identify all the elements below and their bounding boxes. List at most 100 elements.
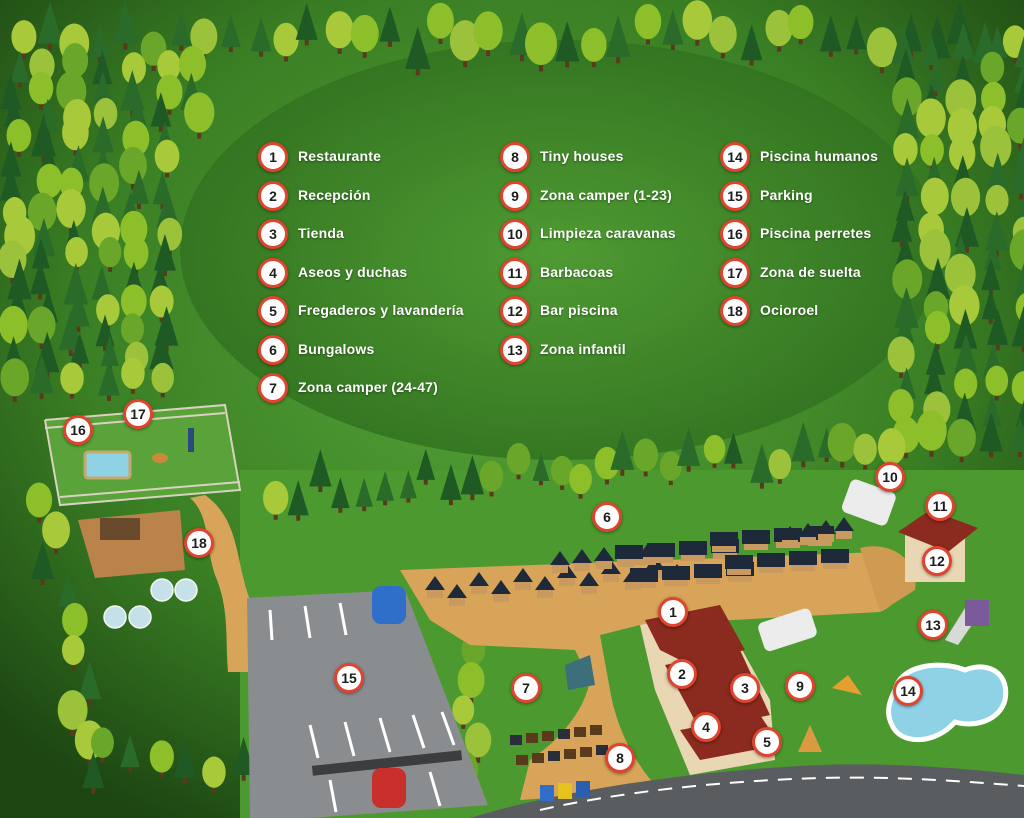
tree — [979, 412, 1003, 458]
tree — [250, 16, 272, 57]
tree — [791, 421, 816, 468]
tree — [90, 727, 114, 763]
tree — [662, 9, 684, 51]
tree — [947, 418, 976, 463]
camper-van-1 — [841, 479, 896, 526]
map-marker-15[interactable]: 15 — [334, 663, 364, 693]
tree — [62, 114, 89, 156]
dog-pool — [83, 450, 132, 480]
legend-label: Bar piscina — [540, 302, 618, 318]
parking-divider — [311, 750, 463, 776]
legend-number: 17 — [720, 258, 750, 288]
dirt-path-east — [860, 546, 916, 612]
legend-number: 6 — [258, 335, 288, 365]
dog-figure — [152, 453, 168, 463]
legend-number: 18 — [720, 296, 750, 326]
map-marker-5[interactable]: 5 — [752, 727, 782, 757]
tree — [524, 22, 558, 72]
map-marker-10[interactable]: 10 — [875, 462, 905, 492]
tree — [149, 740, 174, 778]
tree — [70, 332, 90, 369]
tree — [58, 309, 83, 357]
tree — [379, 6, 401, 47]
map-marker-4[interactable]: 4 — [691, 712, 721, 742]
tree — [703, 434, 726, 468]
tree — [263, 480, 289, 520]
tree — [1016, 196, 1024, 222]
tree — [121, 357, 145, 394]
forest-trees — [0, 0, 1024, 795]
tree — [610, 430, 635, 476]
map-marker-3[interactable]: 3 — [730, 673, 760, 703]
tree — [78, 660, 102, 706]
legend-number: 8 — [500, 142, 530, 172]
legend-label: Fregaderos y lavandería — [298, 302, 464, 318]
legend-label: Ocioroel — [760, 302, 819, 318]
tree — [287, 480, 309, 521]
playground-tower — [965, 600, 989, 626]
ocioroel-structure — [100, 518, 140, 540]
map-marker-11[interactable]: 11 — [925, 491, 955, 521]
map-marker-14[interactable]: 14 — [893, 676, 923, 706]
tree — [984, 211, 1009, 257]
tree — [25, 482, 53, 523]
tree — [677, 427, 701, 472]
tree — [634, 3, 662, 45]
map-marker-2[interactable]: 2 — [667, 659, 697, 689]
tree — [60, 362, 84, 399]
tree — [1011, 306, 1024, 353]
tree — [309, 449, 332, 493]
map-marker-6[interactable]: 6 — [592, 502, 622, 532]
tree — [405, 26, 431, 76]
tent-orange-2 — [798, 725, 822, 752]
map-marker-12[interactable]: 12 — [922, 546, 952, 576]
legend-number: 7 — [258, 373, 288, 403]
legend-number: 2 — [258, 181, 288, 211]
tiny-houses — [510, 725, 608, 765]
tree — [61, 634, 85, 670]
person-figure — [188, 428, 194, 452]
tree — [10, 50, 30, 88]
legend-number: 5 — [258, 296, 288, 326]
map-marker-9[interactable]: 9 — [785, 671, 815, 701]
map-marker-13[interactable]: 13 — [918, 610, 948, 640]
tree — [112, 0, 139, 50]
legend-label: Aseos y duchas — [298, 264, 408, 280]
map-marker-18[interactable]: 18 — [184, 528, 214, 558]
tree — [151, 362, 174, 398]
map-marker-16[interactable]: 16 — [63, 415, 93, 445]
tree — [551, 455, 574, 490]
tree — [1016, 400, 1024, 427]
map-marker-17[interactable]: 17 — [123, 399, 153, 429]
tree — [1014, 35, 1024, 68]
tree — [1009, 155, 1024, 200]
tree — [457, 661, 485, 704]
tree — [37, 1, 63, 51]
tree — [1002, 25, 1024, 63]
parking-lines — [268, 602, 456, 813]
map-marker-7[interactable]: 7 — [511, 673, 541, 703]
tree — [154, 139, 180, 178]
map-marker-1[interactable]: 1 — [658, 597, 688, 627]
tree — [295, 2, 318, 46]
legend-label: Zona camper (24-47) — [298, 379, 438, 395]
tree — [149, 285, 174, 323]
legend-label: Recepción — [298, 187, 371, 203]
legend-label: Piscina perretes — [760, 225, 872, 241]
road-marking — [539, 776, 1024, 811]
tree — [1015, 136, 1024, 165]
tree — [416, 448, 436, 485]
tree — [891, 206, 913, 248]
tree — [750, 443, 774, 489]
central-clearing — [180, 40, 940, 460]
blue-car — [372, 586, 406, 624]
tent-orange-1 — [832, 675, 862, 695]
legend-number: 10 — [500, 219, 530, 249]
map-marker-8[interactable]: 8 — [605, 743, 635, 773]
tree — [981, 289, 1000, 324]
tree — [925, 59, 946, 97]
red-car — [372, 768, 406, 808]
tree — [128, 169, 150, 210]
